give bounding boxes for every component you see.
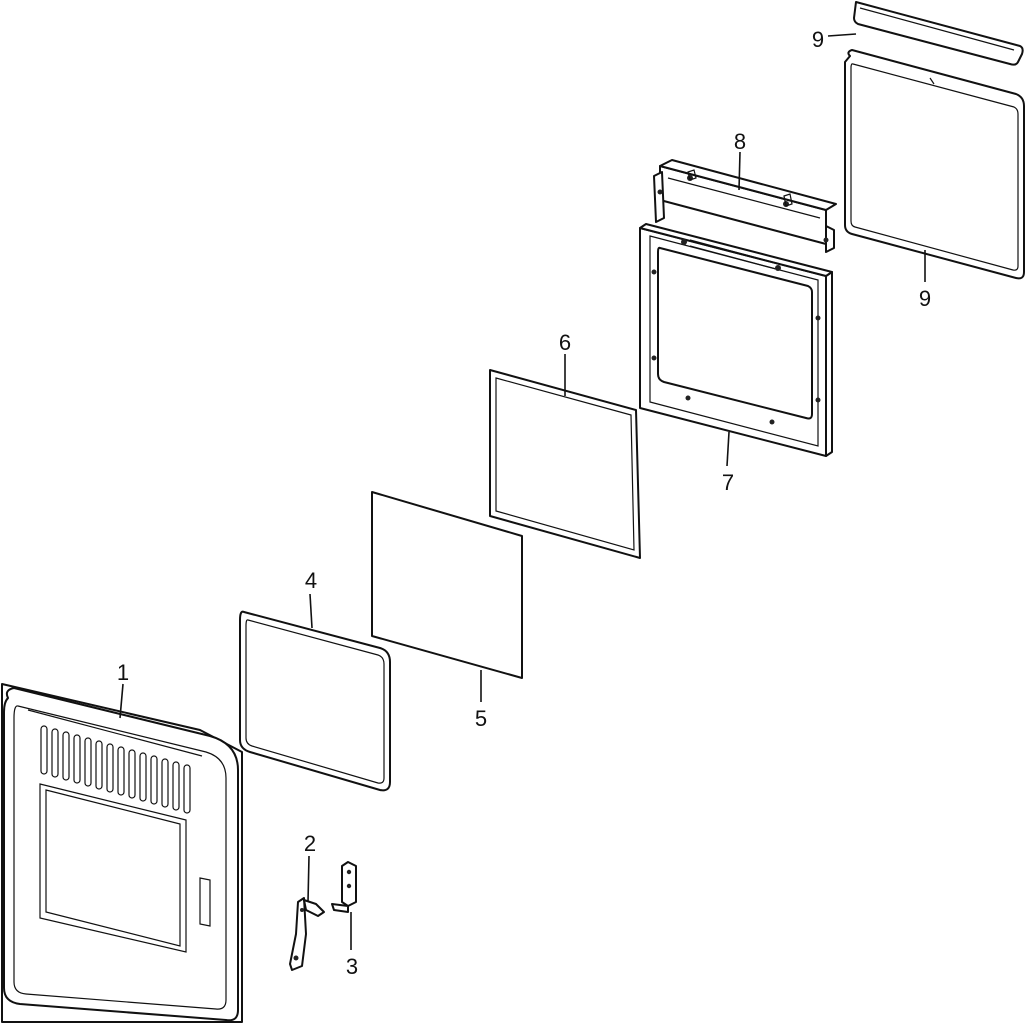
callout-1: 1 xyxy=(117,660,129,685)
vent-slots xyxy=(40,725,191,814)
callout-9-bottom: 9 xyxy=(919,286,931,311)
callout-8: 8 xyxy=(734,129,746,154)
part-9-seal-strip xyxy=(853,1,1024,66)
leader-lines xyxy=(119,33,926,950)
part-6-gasket xyxy=(489,369,641,559)
callout-2: 2 xyxy=(304,831,316,856)
callout-3: 3 xyxy=(346,954,358,979)
callout-labels: 1 2 3 4 5 6 7 8 9 9 xyxy=(117,27,931,979)
part-1-outer-door xyxy=(1,683,243,1023)
callout-5: 5 xyxy=(475,706,487,731)
callout-9-top: 9 xyxy=(812,27,824,52)
part-8-top-bracket xyxy=(653,159,837,253)
callout-7: 7 xyxy=(722,470,734,495)
part-3-hinge-bracket xyxy=(331,861,357,913)
part-4-seal xyxy=(239,610,391,792)
part-9-outer-glass xyxy=(844,49,1025,280)
part-2-hinge-lever xyxy=(289,897,325,971)
part-5-glass-panel xyxy=(371,491,523,679)
callout-4: 4 xyxy=(305,568,317,593)
part-7-inner-door-frame xyxy=(639,223,833,457)
callout-6: 6 xyxy=(559,330,571,355)
